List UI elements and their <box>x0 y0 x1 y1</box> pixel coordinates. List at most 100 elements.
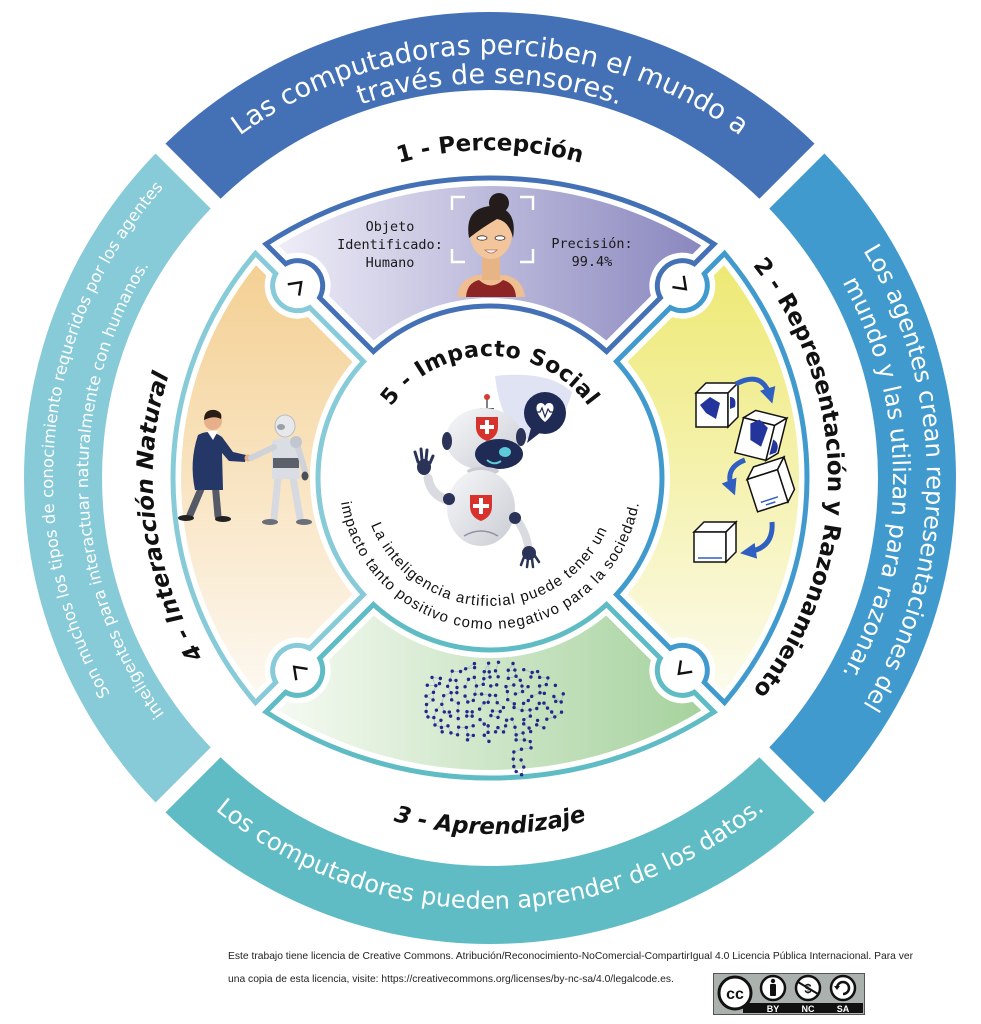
brain-node <box>486 661 491 665</box>
brain-node <box>437 681 442 686</box>
by-label: BY <box>767 1004 780 1014</box>
brain-node <box>472 661 477 666</box>
brain-node <box>501 705 506 710</box>
object-value: Humano <box>366 255 415 271</box>
brain-node <box>530 694 534 699</box>
cc-by-nc-sa-badge: cc $ BY NC SA <box>713 973 865 1015</box>
cc-icon: cc <box>717 975 753 1011</box>
brain-node <box>510 717 514 721</box>
brain-node <box>559 710 564 714</box>
badge-strip <box>743 1003 863 1013</box>
brain-node <box>550 710 554 714</box>
brain-node <box>466 700 470 704</box>
brain-node <box>424 694 428 698</box>
brain-node <box>448 714 453 718</box>
brain-node <box>534 723 539 727</box>
flow-chevrons <box>287 275 693 681</box>
brain-node <box>430 675 434 680</box>
brain-node <box>441 693 446 698</box>
medical-cross-icon <box>476 417 498 441</box>
focus-bracket-icon <box>450 195 535 264</box>
brain-node <box>482 733 486 737</box>
chevron-down-right-icon <box>672 275 688 291</box>
brain-node <box>542 701 546 705</box>
brain-node <box>431 690 436 695</box>
brain-node <box>447 710 452 714</box>
brain-node <box>434 708 439 712</box>
brain-node <box>438 676 443 681</box>
brain-node <box>424 702 429 707</box>
chevron-down-left-icon <box>677 660 693 676</box>
robot-joint <box>509 512 521 524</box>
brain-node <box>455 685 459 690</box>
brain-node <box>488 675 492 679</box>
brain-node <box>528 729 533 734</box>
brain-node <box>537 701 541 706</box>
brain-node <box>522 722 526 726</box>
brain-node <box>553 683 558 688</box>
brain-node <box>528 708 532 712</box>
object-label: Objeto <box>366 219 415 235</box>
brain-node <box>514 769 518 774</box>
sa-label: SA <box>837 1004 850 1014</box>
brain-node <box>456 716 460 721</box>
hair-bun <box>489 193 509 213</box>
left-eye <box>476 235 488 241</box>
brain-node <box>501 730 506 734</box>
brain-node <box>488 693 492 697</box>
brain-node <box>432 715 436 720</box>
brain-node <box>513 692 518 696</box>
ring-segment-representation <box>769 153 956 803</box>
brain-node <box>498 709 502 714</box>
ring-segment-interaction <box>24 153 211 803</box>
brain-node <box>448 678 452 682</box>
brain-node <box>458 669 463 674</box>
brain-node <box>520 684 524 688</box>
brain-node <box>512 750 516 754</box>
brain-node <box>490 709 495 713</box>
brain-node <box>489 684 493 688</box>
brain-node <box>478 717 482 722</box>
brain-node <box>521 701 526 706</box>
brain-node <box>504 684 508 689</box>
cube-3 <box>745 455 796 513</box>
brain-node <box>529 746 533 750</box>
brain-node <box>546 676 550 680</box>
brain-node <box>554 699 558 704</box>
brain-node <box>514 674 518 678</box>
brain-node <box>486 730 490 735</box>
brain-node <box>529 675 533 679</box>
brain-node <box>505 689 510 694</box>
brain-node <box>496 715 500 720</box>
arrow-curved-icon <box>734 376 776 404</box>
license-text-line1: Este trabajo tiene licencia de Creative … <box>228 951 914 962</box>
brain-node <box>495 701 499 705</box>
brain-node <box>503 724 508 728</box>
brain-node <box>463 667 468 671</box>
brain-node <box>493 693 498 698</box>
brain-node <box>544 682 548 687</box>
robot-hand-icon <box>519 546 541 569</box>
brain-node <box>466 677 471 682</box>
brain-node <box>506 697 510 702</box>
neck <box>482 255 500 280</box>
businessman <box>178 409 246 522</box>
arrow-curved-icon <box>740 521 775 559</box>
robot-ear <box>516 428 526 446</box>
brain-node <box>439 718 443 723</box>
brain-node <box>522 765 526 769</box>
outer-ring <box>24 12 956 944</box>
brain-node <box>552 694 556 699</box>
brain-node <box>512 705 516 710</box>
brain-node <box>463 685 467 689</box>
antenna-light <box>484 394 490 400</box>
brain-node <box>433 723 437 727</box>
brain-node <box>446 724 450 728</box>
brain-node <box>487 739 491 744</box>
brain-node <box>425 683 429 687</box>
brain-node <box>431 698 435 702</box>
chevron-up-right-icon <box>287 280 303 296</box>
brain-node <box>440 702 444 706</box>
arrow-curved-icon <box>721 457 746 496</box>
mouth <box>484 249 498 254</box>
